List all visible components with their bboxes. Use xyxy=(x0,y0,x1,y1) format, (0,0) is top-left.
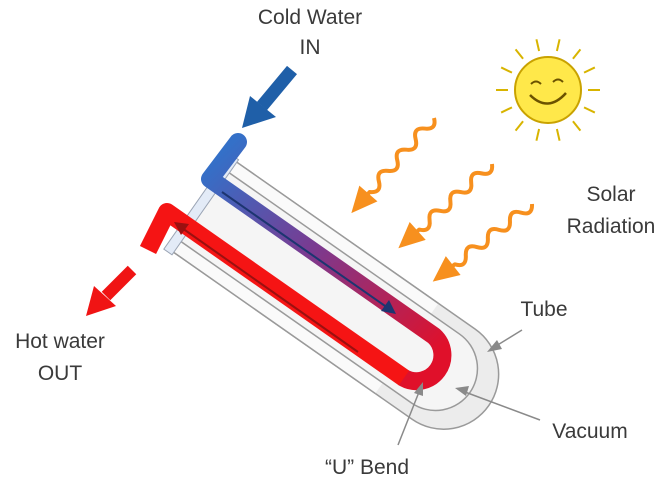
u-bend-pointer xyxy=(397,382,423,446)
cold-water-in-arrow xyxy=(242,65,297,128)
sun-ray xyxy=(583,106,596,114)
sun-ray xyxy=(514,48,524,60)
sun-ray xyxy=(583,66,596,74)
cold-flow-arrow xyxy=(221,191,396,314)
radiation-wave-arrow xyxy=(432,203,535,282)
u-bend-label: “U” Bend xyxy=(324,456,410,479)
evacuated-tube xyxy=(163,153,500,430)
inner-glass-tube xyxy=(176,169,479,412)
hot-pipe-section xyxy=(139,203,410,386)
sun-ray xyxy=(555,39,561,52)
hot-flow-arrow xyxy=(174,222,359,353)
hot-water-label: Hot water xyxy=(15,330,105,353)
radiation-label: Radiation xyxy=(566,215,656,238)
sun-ray xyxy=(572,48,582,60)
vacuum-label: Vacuum xyxy=(552,420,628,443)
sun-ray xyxy=(535,128,541,141)
cold-in-label: IN xyxy=(299,36,321,59)
sun-ray xyxy=(555,128,561,141)
sun-ray xyxy=(535,39,541,52)
tube-pointer xyxy=(487,329,523,352)
sun-ray xyxy=(500,106,513,114)
vacuum-pointer xyxy=(455,386,541,421)
radiation-wave-arrow xyxy=(351,117,437,214)
hot-water-out-arrow xyxy=(86,265,137,316)
hot-out-label: OUT xyxy=(37,362,83,385)
sun-ray xyxy=(572,120,582,132)
solar-label: Solar xyxy=(586,183,636,206)
sun-ray xyxy=(500,66,513,74)
cold-water-label: Cold Water xyxy=(257,6,363,29)
tube-label: Tube xyxy=(520,298,568,321)
radiation-wave-arrow xyxy=(398,163,495,249)
cold-pipe-section xyxy=(201,133,452,391)
sun-ray xyxy=(514,120,524,132)
sun-icon xyxy=(496,39,600,141)
